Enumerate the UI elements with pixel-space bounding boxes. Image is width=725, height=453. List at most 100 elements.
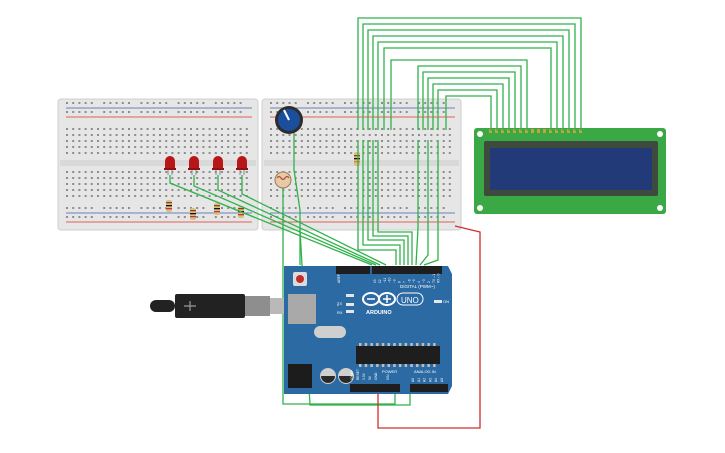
breadboard-hole[interactable] [294, 171, 297, 173]
breadboard-hole[interactable] [227, 183, 230, 185]
breadboard-hole[interactable] [245, 134, 248, 136]
breadboard-hole[interactable] [221, 177, 223, 179]
breadboard-hole[interactable] [331, 152, 334, 154]
breadboard-hole[interactable] [196, 152, 199, 154]
breadboard-hole[interactable] [196, 195, 199, 197]
breadboard-hole[interactable] [393, 177, 396, 179]
usb-cable[interactable] [150, 294, 288, 318]
breadboard-hole[interactable] [196, 128, 199, 130]
breadboard-hole[interactable] [221, 128, 223, 130]
breadboard-hole[interactable] [270, 140, 272, 142]
breadboard-hole[interactable] [159, 152, 161, 154]
breadboard-hole[interactable] [300, 171, 303, 173]
breadboard-hole[interactable] [276, 152, 279, 154]
breadboard-hole[interactable] [313, 102, 316, 104]
breadboard-hole[interactable] [319, 195, 322, 197]
breadboard-hole[interactable] [233, 128, 236, 130]
breadboard-hole[interactable] [325, 177, 328, 179]
breadboard-hole[interactable] [331, 128, 334, 130]
breadboard-hole[interactable] [109, 128, 112, 130]
breadboard-hole[interactable] [374, 195, 377, 197]
breadboard-hole[interactable] [128, 189, 130, 191]
breadboard-hole[interactable] [78, 152, 81, 154]
breadboard-hole[interactable] [202, 134, 205, 136]
breadboard-hole[interactable] [90, 171, 93, 173]
breadboard-hole[interactable] [84, 189, 87, 191]
breadboard-hole[interactable] [121, 128, 124, 130]
breadboard-hole[interactable] [208, 128, 211, 130]
breadboard-hole[interactable] [159, 207, 161, 209]
breadboard-hole[interactable] [393, 207, 396, 209]
breadboard-hole[interactable] [245, 140, 248, 142]
breadboard-hole[interactable] [177, 207, 180, 209]
breadboard-hole[interactable] [233, 171, 236, 173]
breadboard-hole[interactable] [140, 189, 143, 191]
breadboard-hole[interactable] [221, 146, 223, 148]
breadboard-hole[interactable] [331, 146, 334, 148]
breadboard-hole[interactable] [171, 177, 174, 179]
breadboard-hole[interactable] [90, 152, 93, 154]
breadboard-hole[interactable] [214, 177, 217, 179]
breadboard-hole[interactable] [331, 216, 334, 218]
breadboard-hole[interactable] [202, 111, 205, 113]
breadboard-hole[interactable] [350, 195, 353, 197]
breadboard-hole[interactable] [368, 146, 371, 148]
breadboard-hole[interactable] [121, 111, 124, 113]
breadboard-hole[interactable] [411, 134, 414, 136]
breadboard-hole[interactable] [387, 171, 390, 173]
breadboard-hole[interactable] [276, 102, 279, 104]
breadboard-hole[interactable] [294, 146, 297, 148]
breadboard-hole[interactable] [177, 134, 180, 136]
breadboard-hole[interactable] [344, 140, 346, 142]
breadboard-hole[interactable] [159, 171, 161, 173]
breadboard-hole[interactable] [399, 128, 402, 130]
breadboard-hole[interactable] [233, 216, 236, 218]
breadboard-hole[interactable] [442, 152, 445, 154]
breadboard-hole[interactable] [227, 111, 230, 113]
breadboard-hole[interactable] [350, 216, 353, 218]
breadboard-hole[interactable] [97, 177, 99, 179]
lcd-pin[interactable] [531, 129, 534, 133]
led-red[interactable] [164, 156, 176, 175]
breadboard-hole[interactable] [399, 102, 402, 104]
breadboard-hole[interactable] [90, 183, 93, 185]
breadboard-hole[interactable] [152, 146, 155, 148]
breadboard-hole[interactable] [331, 207, 334, 209]
breadboard-hole[interactable] [115, 140, 118, 142]
breadboard-hole[interactable] [177, 140, 180, 142]
breadboard-hole[interactable] [282, 102, 285, 104]
breadboard-hole[interactable] [190, 171, 192, 173]
breadboard-hole[interactable] [103, 171, 106, 173]
breadboard-hole[interactable] [190, 140, 192, 142]
breadboard-hole[interactable] [405, 207, 408, 209]
breadboard-hole[interactable] [319, 177, 322, 179]
breadboard-hole[interactable] [387, 177, 390, 179]
breadboard-hole[interactable] [196, 102, 199, 104]
breadboard-hole[interactable] [374, 152, 377, 154]
breadboard-hole[interactable] [121, 207, 124, 209]
breadboard-hole[interactable] [221, 111, 223, 113]
breadboard-hole[interactable] [72, 177, 75, 179]
breadboard-hole[interactable] [66, 216, 68, 218]
breadboard-hole[interactable] [294, 195, 297, 197]
breadboard-hole[interactable] [313, 140, 316, 142]
breadboard-hole[interactable] [381, 146, 383, 148]
breadboard-hole[interactable] [128, 183, 130, 185]
breadboard-hole[interactable] [381, 102, 383, 104]
breadboard-hole[interactable] [424, 102, 427, 104]
breadboard-hole[interactable] [227, 134, 230, 136]
breadboard-hole[interactable] [448, 195, 451, 197]
breadboard-hole[interactable] [399, 207, 402, 209]
breadboard-hole[interactable] [430, 128, 433, 130]
breadboard-hole[interactable] [134, 189, 137, 191]
breadboard-hole[interactable] [196, 146, 199, 148]
breadboard-hole[interactable] [159, 128, 161, 130]
breadboard-hole[interactable] [84, 177, 87, 179]
breadboard-hole[interactable] [430, 207, 433, 209]
breadboard-hole[interactable] [208, 183, 211, 185]
breadboard-hole[interactable] [66, 111, 68, 113]
breadboard-hole[interactable] [356, 177, 359, 179]
breadboard-hole[interactable] [448, 146, 451, 148]
breadboard-hole[interactable] [146, 146, 149, 148]
breadboard-hole[interactable] [442, 189, 445, 191]
